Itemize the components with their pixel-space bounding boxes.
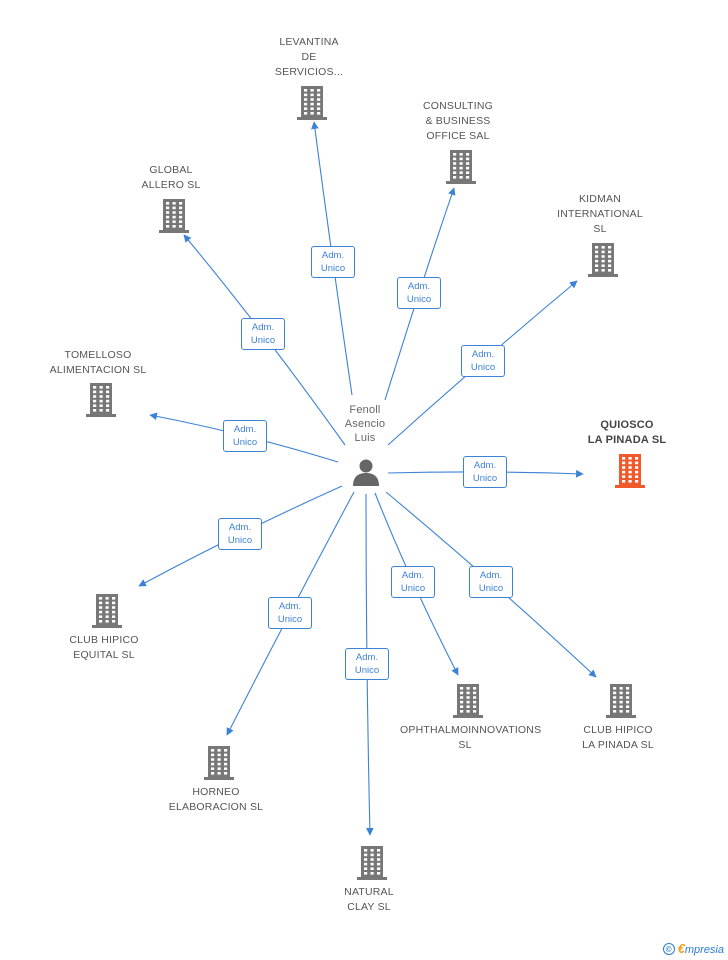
building-icon[interactable]: [159, 199, 189, 238]
company-label-natural-clay[interactable]: NATURAL CLAY SL: [344, 886, 394, 913]
company-label-kidman[interactable]: KIDMAN INTERNATIONAL SL: [557, 193, 643, 235]
copyright-icon: ©: [662, 942, 675, 955]
company-label-quiosco[interactable]: QUIOSCO LA PINADA SL: [587, 419, 667, 446]
building-icon[interactable]: [92, 594, 122, 633]
edge-label-club-pinada[interactable]: Adm. Unico: [469, 566, 513, 598]
company-label-club-equital[interactable]: CLUB HIPICO EQUITAL SL: [69, 634, 139, 661]
building-icon[interactable]: [588, 243, 618, 282]
company-label-global-allero[interactable]: GLOBAL ALLERO SL: [141, 164, 201, 191]
building-icon[interactable]: [606, 684, 636, 723]
person-icon[interactable]: [351, 457, 381, 487]
edge-label-kidman[interactable]: Adm. Unico: [461, 345, 505, 377]
edge-label-levantina[interactable]: Adm. Unico: [311, 246, 355, 278]
building-icon[interactable]: [615, 454, 645, 493]
footer-brand: © €mpresia: [662, 941, 724, 956]
building-icon[interactable]: [86, 383, 116, 422]
edge-label-global-allero[interactable]: Adm. Unico: [241, 318, 285, 350]
edge-label-tomelloso[interactable]: Adm. Unico: [223, 420, 267, 452]
edge-label-quiosco[interactable]: Adm. Unico: [463, 456, 507, 488]
building-icon[interactable]: [204, 746, 234, 785]
edge-label-horneo[interactable]: Adm. Unico: [268, 597, 312, 629]
edge-label-ophthalmo[interactable]: Adm. Unico: [391, 566, 435, 598]
company-label-ophthalmo[interactable]: OPHTHALMOINNOVATIONS SL: [400, 724, 542, 751]
center-person-label[interactable]: Fenoll Asencio Luis: [344, 404, 386, 444]
edge-label-natural-clay[interactable]: Adm. Unico: [345, 648, 389, 680]
company-label-club-pinada[interactable]: CLUB HIPICO LA PINADA SL: [582, 724, 654, 751]
building-icon[interactable]: [297, 86, 327, 125]
brand-initial: €: [677, 941, 685, 956]
building-icon[interactable]: [453, 684, 483, 723]
brand-name: mpresia: [684, 944, 724, 956]
company-label-consulting[interactable]: CONSULTING & BUSINESS OFFICE SAL: [422, 100, 494, 142]
company-label-horneo[interactable]: HORNEO ELABORACION SL: [168, 786, 264, 813]
edge-label-club-equital[interactable]: Adm. Unico: [218, 518, 262, 550]
edge-label-consulting[interactable]: Adm. Unico: [397, 277, 441, 309]
company-label-levantina[interactable]: LEVANTINA DE SERVICIOS...: [274, 36, 344, 78]
building-icon[interactable]: [446, 150, 476, 189]
building-icon[interactable]: [357, 846, 387, 885]
company-label-tomelloso[interactable]: TOMELLOSO ALIMENTACION SL: [49, 349, 147, 376]
